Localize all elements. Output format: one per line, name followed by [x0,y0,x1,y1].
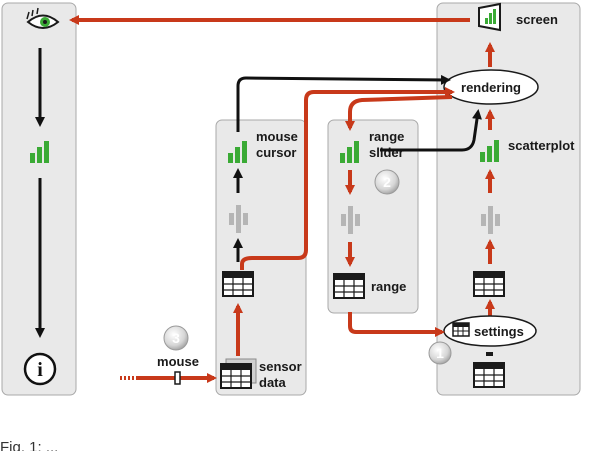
screen-icon [478,2,501,32]
visualization-pipeline-diagram: i screen rendering scatterplot [1,2,581,396]
abstract-data-icon [341,206,360,234]
range-slider-label-line2: slider [369,145,404,160]
slider-to-rendering-path [380,109,482,152]
figure-caption: Fig. 1: ... [0,436,590,451]
sensor-data-label-line1: sensor [259,359,302,374]
scatterplot-label: scatterplot [508,138,575,153]
sensor-data-icon [220,358,257,389]
sensor-data-label-line2: data [259,375,287,390]
step-badge-3-number: 3 [172,330,180,346]
mouse-label: mouse [157,354,199,369]
mouse-device-icon [174,371,181,385]
range-to-settings-path [348,312,445,337]
settings-connector [486,352,493,356]
bar-chart-icon [340,141,359,163]
eye-icon [26,7,60,29]
table-icon [333,273,365,299]
range-label: range [371,279,406,294]
bar-chart-icon [228,141,247,163]
settings-label: settings [474,324,524,339]
mouse-cursor-label-line1: mouse [256,129,298,144]
table-to-rendering-path [240,87,455,270]
bar-chart-icon [480,140,499,162]
rendering-to-slider-path [345,95,453,131]
table-icon [473,271,505,297]
rendering-label: rendering [461,80,521,95]
mouse-cursor-label-line2: cursor [256,145,296,160]
screen-label: screen [516,12,558,27]
figure-caption-text: Fig. 1: ... [0,439,59,451]
table-icon [222,271,254,297]
step-badge-3: 3 [163,325,189,351]
abstract-data-icon [229,205,248,233]
range-slider-label-line1: range [369,129,404,144]
abstract-data-icon [481,206,500,234]
bar-chart-icon [30,141,49,163]
step-badge-2: 2 [374,169,400,195]
cursor-to-rendering-path [236,74,451,132]
step-badge-1: 1 [428,341,452,365]
step-badge-1-number: 1 [436,345,444,361]
table-icon [452,322,470,337]
info-icon: i [23,352,57,386]
step-badge-2-number: 2 [383,174,391,190]
info-symbol: i [37,359,43,381]
rendering-node [443,69,539,105]
table-icon [473,362,505,388]
